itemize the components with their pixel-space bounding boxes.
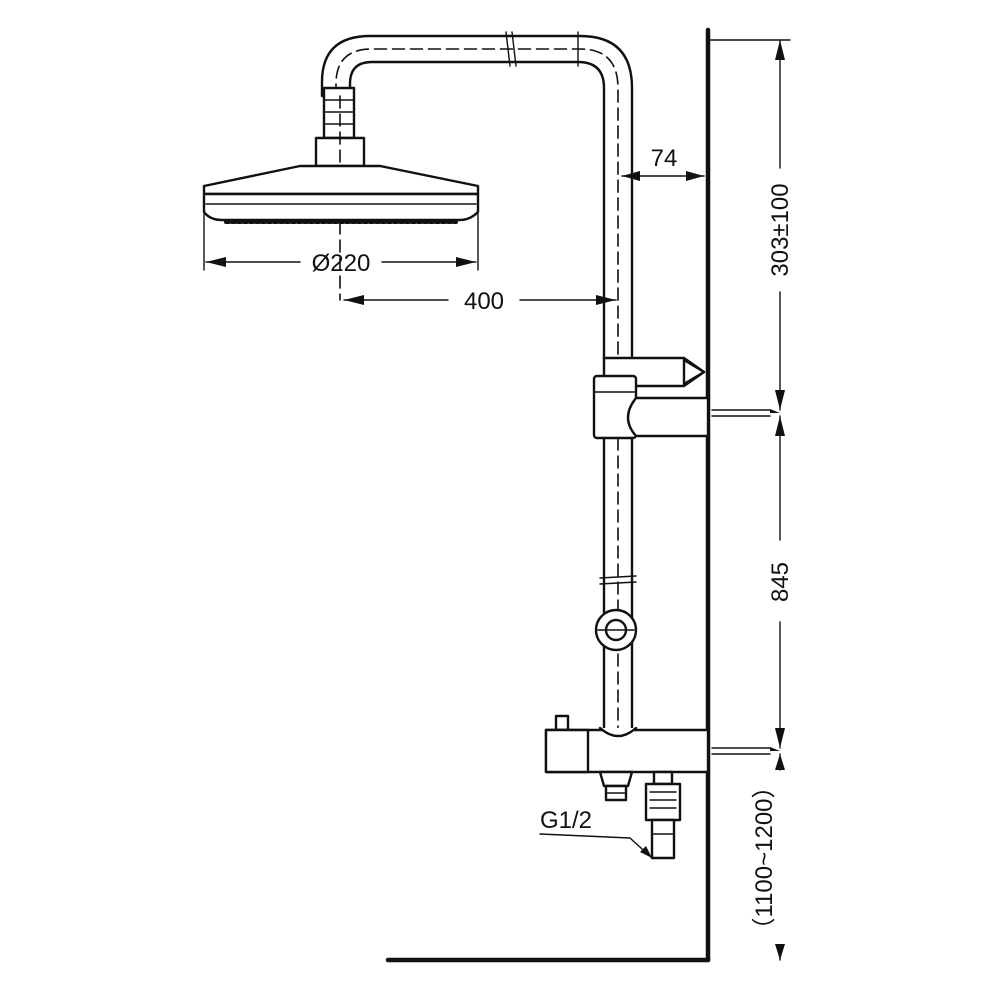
diameter-dimension: Ø220 xyxy=(203,213,479,277)
diameter-label: Ø220 xyxy=(312,250,371,277)
arm-length-label: 400 xyxy=(464,288,504,315)
outlet-connector xyxy=(598,770,634,802)
mixer-height-label: （1100~1200） xyxy=(751,774,778,941)
diverter-knob xyxy=(594,608,638,652)
thread-label: G1/2 xyxy=(540,807,592,834)
riser-pipe xyxy=(599,436,637,730)
shower-head xyxy=(202,164,480,224)
mixer-body xyxy=(544,714,780,774)
arm-length-dimension: 400 xyxy=(343,288,617,315)
bar-height-label: 845 xyxy=(767,562,794,602)
height-dimension-chain: 303±100 845 （1100~1200） xyxy=(707,39,794,961)
thread-leader: G1/2 xyxy=(539,807,653,859)
wall-offset-label: 74 xyxy=(651,145,678,172)
shower-head-connector xyxy=(314,86,366,301)
wall-offset-dimension: 74 xyxy=(621,145,705,181)
lower-outlet xyxy=(644,770,682,860)
shower-arm xyxy=(320,31,634,362)
top-height-label: 303±100 xyxy=(767,183,794,276)
upper-wall-bracket xyxy=(592,356,780,440)
